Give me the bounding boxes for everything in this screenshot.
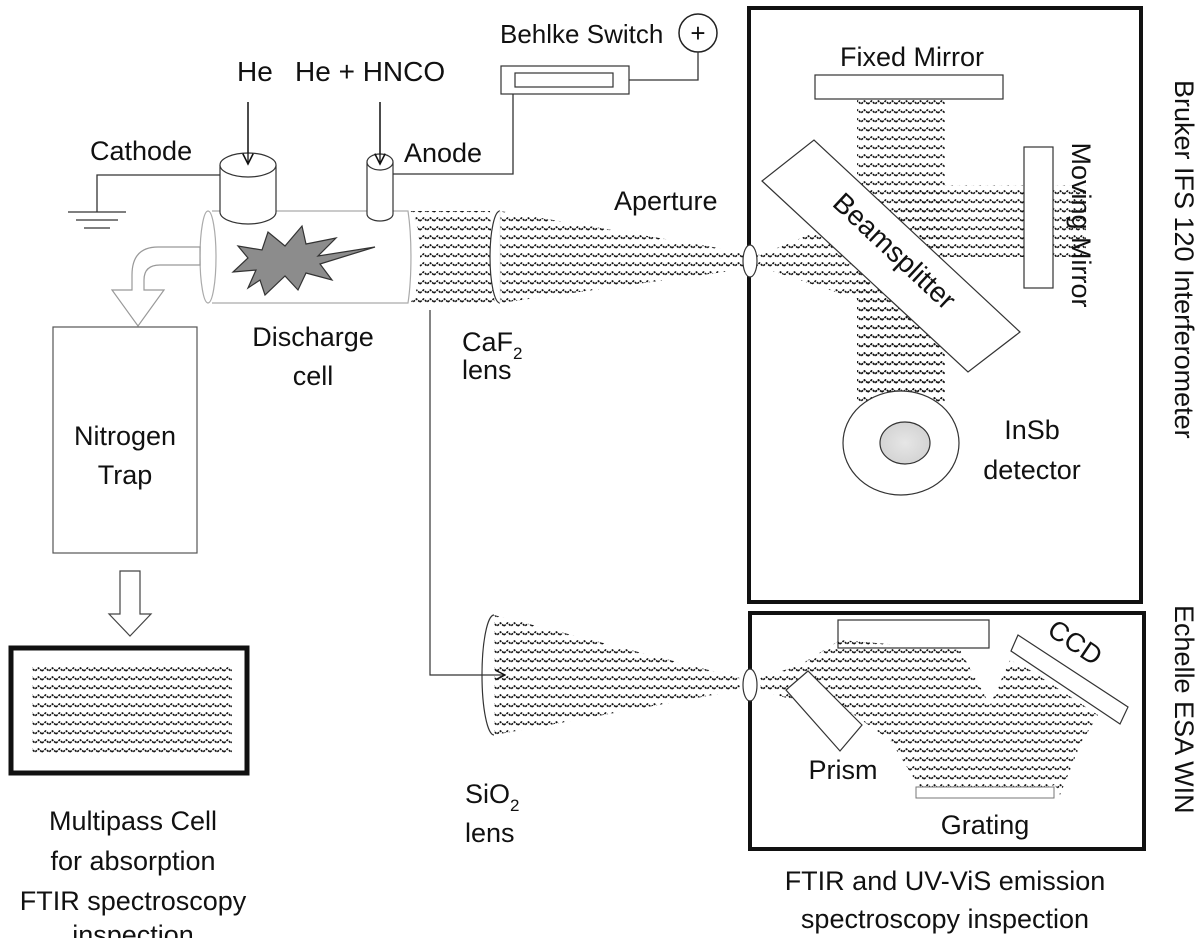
- aperture-label: Aperture: [614, 186, 718, 216]
- switch-to-terminal-wire: [629, 52, 699, 81]
- caf2-lens: [489, 210, 501, 304]
- cathode-label: Cathode: [90, 136, 192, 166]
- prism-label: Prism: [809, 755, 878, 785]
- beam-moving-arm: [900, 185, 1086, 257]
- sio2-label: SiO2: [465, 779, 519, 815]
- ccd-sensor: [1010, 634, 1129, 725]
- nitrogen-trap: [52, 326, 198, 554]
- caf2-lens-label: lens: [462, 355, 512, 385]
- multipass-label-1: Multipass Cell: [49, 806, 217, 836]
- echelle-aperture: [742, 668, 758, 702]
- multipass-label-2: for absorption: [50, 846, 215, 876]
- positive-terminal-icon: +: [678, 13, 718, 53]
- behlke-switch-label: Behlke Switch: [500, 19, 663, 49]
- anode-electrode: [366, 153, 394, 222]
- beamsplitter: [761, 139, 1021, 373]
- insb-label-1: InSb: [1004, 415, 1060, 445]
- echelle-enclosure: [748, 611, 1146, 851]
- nitrogen-trap-label-1: Nitrogen: [74, 421, 176, 451]
- nitrogen-trap-label-2: Trap: [98, 460, 153, 490]
- behlke-switch: [500, 65, 630, 95]
- interferometer-aperture: [742, 244, 758, 278]
- bruker-label: Bruker IFS 120 Interferometer: [1169, 80, 1199, 439]
- discharge-cell-label-2: cell: [293, 361, 334, 391]
- multipass-label-4: inspection: [72, 920, 194, 938]
- insb-label-2: detector: [983, 455, 1081, 485]
- fixed-mirror: [814, 74, 1004, 100]
- moving-mirror: [1023, 146, 1054, 289]
- discharge-spark-icon: [231, 224, 376, 297]
- emission-label-2: spectroscopy inspection: [801, 904, 1089, 934]
- moving-mirror-label: Moving Mirror: [1066, 142, 1096, 307]
- sio2-lens: [481, 614, 495, 736]
- trap-to-cell-arrow: [107, 570, 153, 637]
- he-label: He: [237, 56, 273, 87]
- insb-detector: [842, 390, 960, 496]
- caf2-label: CaF2: [462, 327, 522, 363]
- multipass-label-3: FTIR spectroscopy: [20, 886, 247, 916]
- cathode-wire: [96, 174, 224, 212]
- exhaust-arrow: [110, 246, 201, 328]
- prism: [785, 670, 863, 752]
- sio2-lens-label: lens: [465, 818, 515, 848]
- grating-label: Grating: [941, 810, 1030, 840]
- anode-wire: [392, 94, 514, 175]
- grating: [915, 786, 1055, 799]
- multipass-beam: [32, 666, 232, 756]
- ground-icon: [68, 211, 126, 229]
- fixed-mirror-label: Fixed Mirror: [840, 42, 984, 72]
- beam-sio2-to-aperture: [494, 615, 740, 735]
- beam-lens-to-aperture: [500, 211, 760, 303]
- interferometer-enclosure: [747, 6, 1143, 604]
- echelle-beam-path: [760, 640, 1098, 795]
- discharge-cell-label-1: Discharge: [252, 322, 374, 352]
- emission-label-1: FTIR and UV-ViS emission: [785, 866, 1106, 896]
- beam-redirect-line: [429, 310, 505, 675]
- echelle-label: Echelle ESA WIN: [1169, 605, 1199, 814]
- anode-label: Anode: [404, 138, 482, 168]
- svg-text:+: +: [690, 18, 705, 48]
- he-hnco-label: He + HNCO: [295, 56, 445, 87]
- beam-cell-to-lens: [408, 211, 495, 303]
